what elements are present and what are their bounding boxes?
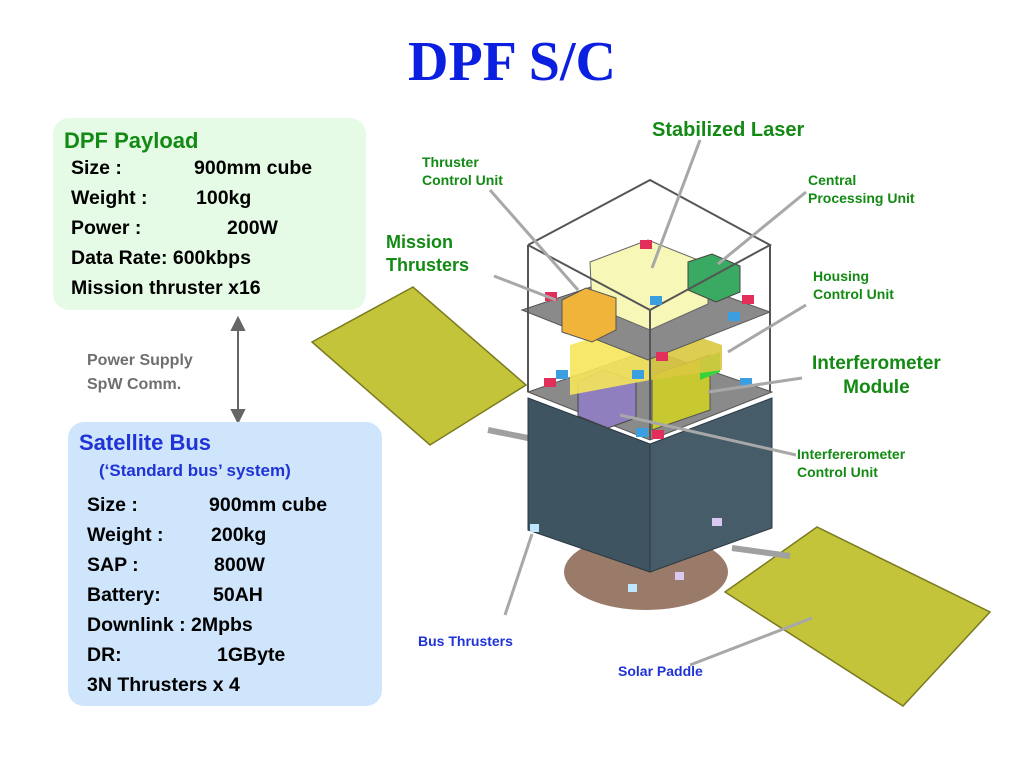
spec-row: DR:1GByte (87, 644, 286, 666)
link-label: Power Supply SpW Comm. (87, 352, 193, 393)
spec-row: Battery:50AH (87, 584, 263, 606)
left-solar-paddle (310, 286, 528, 446)
spec-row: Power :200W (71, 217, 278, 239)
bus-subheading: (‘Standard bus’ system) (99, 461, 291, 480)
callout-stabilized-laser: Stabilized Laser (652, 119, 805, 141)
spec-row: Data Rate: 600kbps (71, 247, 251, 269)
callout-bus-thrusters: Bus Thrusters (418, 633, 513, 649)
callout-solar-paddle: Solar Paddle (618, 663, 703, 679)
spec-row: Size :900mm cube (71, 157, 313, 179)
power-comm-link-arrow (230, 315, 246, 425)
callout-housing-control-unit: Housing Control Unit (813, 268, 894, 302)
bus-spec-panel: Satellite Bus (‘Standard bus’ system) Si… (68, 422, 382, 706)
spec-row: Downlink : 2Mpbs (87, 614, 253, 636)
right-solar-paddle (723, 526, 992, 707)
callout-interferometer-module: Interferometer Module (812, 353, 941, 398)
spec-row: Size :900mm cube (87, 494, 328, 516)
spec-row: Weight :200kg (87, 524, 267, 546)
spec-row: 3N Thrusters x 4 (87, 674, 240, 696)
spec-row: Weight :100kg (71, 187, 252, 209)
bus-thrusters (530, 518, 722, 592)
payload-spec-panel: DPF Payload Size :900mm cube Weight :100… (53, 118, 366, 310)
callout-mission-thrusters: Mission Thrusters (386, 232, 470, 275)
payload-frame (527, 178, 773, 440)
mission-thrusters (544, 240, 754, 439)
spec-row: SAP :800W (87, 554, 265, 576)
bus-spec-list: Size :900mm cube Weight :200kg SAP :800W… (87, 490, 328, 700)
payload-spec-list: Size :900mm cube Weight :100kg Power :20… (71, 153, 313, 303)
payload-heading: DPF Payload (64, 128, 199, 153)
callout-interferometer-control-unit: Interfererometer Control Unit (797, 446, 906, 480)
thruster-control-unit-box (561, 287, 617, 343)
bus-heading: Satellite Bus (79, 430, 212, 455)
slide-title: DPF S/C (408, 31, 616, 93)
callout-central-processing-unit: Central Processing Unit (808, 172, 915, 206)
spec-row: Mission thruster x16 (71, 277, 261, 299)
callout-thruster-control-unit: Thruster Control Unit (422, 154, 503, 188)
